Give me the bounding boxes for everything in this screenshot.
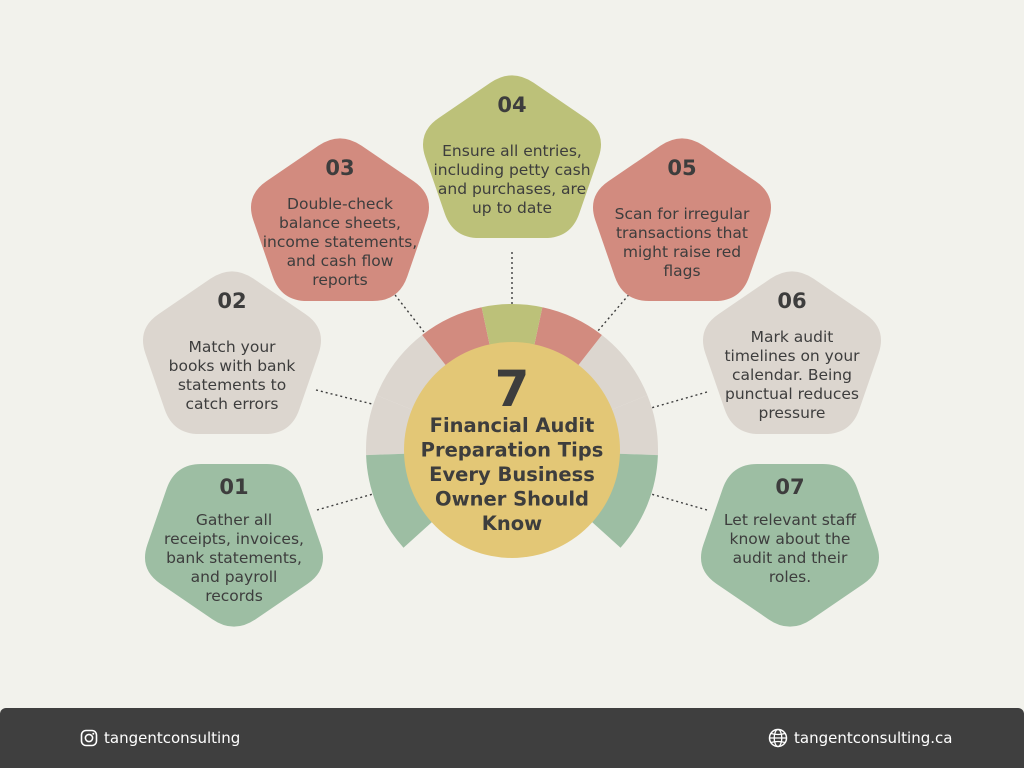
tip-text-line: timelines on your	[724, 347, 860, 365]
tip-text-line: Double-check	[287, 195, 393, 213]
tip-number: 03	[325, 156, 354, 180]
connector-line	[650, 391, 708, 409]
ring-segment	[573, 334, 648, 413]
tip-text-line: including petty cash	[433, 161, 590, 179]
tip-text-line: income statements,	[263, 233, 418, 251]
tip-number: 04	[497, 93, 526, 117]
tip-text-line: and purchases, are	[438, 180, 586, 198]
ring-segment	[481, 304, 543, 353]
center-title-line: Financial Audit	[430, 414, 595, 437]
connector-line	[391, 290, 425, 333]
ring-segment	[586, 453, 658, 548]
ring-segment	[376, 334, 451, 413]
tip-number: 05	[667, 156, 696, 180]
instagram-handle: tangentconsulting	[104, 729, 241, 747]
tip-text-line: reports	[312, 271, 367, 289]
tip-text-line: Ensure all entries,	[442, 142, 582, 160]
tip-pentagon	[592, 138, 772, 302]
connector-line	[315, 389, 373, 405]
tip-text-line: receipts, invoices,	[164, 530, 304, 548]
website-link[interactable]: tangentconsulting.ca	[768, 708, 952, 768]
tip-text-line: punctual reduces	[725, 385, 859, 403]
tip-text-line: statements to	[178, 376, 286, 394]
instagram-link[interactable]: tangentconsulting	[80, 708, 240, 768]
connector-line	[650, 493, 708, 511]
center-title-line: Preparation Tips	[421, 439, 604, 462]
tip-text-line: and payroll	[191, 568, 278, 586]
tip-text-line: transactions that	[616, 224, 748, 242]
tip-text-line: Mark audit	[751, 328, 834, 346]
tip-pentagon	[250, 138, 430, 302]
footer-bar: tangentconsulting tangentconsulting.ca	[0, 708, 1024, 768]
tip-text-line: pressure	[759, 404, 826, 422]
tip-text-line: audit and their	[733, 549, 848, 567]
tip-number: 02	[217, 289, 246, 313]
tip-pentagon	[422, 75, 602, 239]
center-title-line: Know	[482, 512, 542, 535]
tip-text-line: up to date	[472, 199, 552, 217]
center-title-line: Every Business	[429, 463, 595, 486]
tip-text-line: balance sheets,	[279, 214, 401, 232]
center-number: 7	[495, 360, 530, 418]
tip-pentagon	[142, 271, 322, 435]
tip-text-line: Scan for irregular	[615, 205, 750, 223]
tip-text-line: Let relevant staff	[724, 511, 856, 529]
tip-text-line: know about the	[730, 530, 851, 548]
connector-line	[596, 290, 633, 333]
center-circle	[404, 342, 620, 558]
globe-icon	[768, 728, 788, 748]
tip-number: 07	[775, 475, 804, 499]
tip-text-line: calendar. Being	[732, 366, 852, 384]
tip-text-line: roles.	[769, 568, 811, 586]
tip-text-line: flags	[663, 262, 700, 280]
tip-text-line: catch errors	[186, 395, 279, 413]
connector-line	[316, 493, 374, 511]
tip-pentagon	[144, 463, 324, 627]
tip-text-line: bank statements,	[166, 549, 302, 567]
tip-number: 01	[219, 475, 248, 499]
instagram-icon	[80, 729, 98, 747]
tip-text-line: and cash flow	[287, 252, 394, 270]
website-url: tangentconsulting.ca	[794, 729, 953, 747]
tip-pentagon	[702, 271, 882, 435]
tip-text-line: might raise red	[623, 243, 741, 261]
tip-text-line: Gather all	[196, 511, 272, 529]
ring-segment	[366, 453, 438, 548]
tip-number: 06	[777, 289, 806, 313]
tip-text-line: Match your	[188, 338, 276, 356]
center-title-line: Owner Should	[435, 488, 589, 511]
connector-lines	[315, 252, 708, 511]
tip-text-line: records	[205, 587, 263, 605]
tip-pentagon	[700, 463, 880, 627]
tip-text-line: books with bank	[169, 357, 296, 375]
